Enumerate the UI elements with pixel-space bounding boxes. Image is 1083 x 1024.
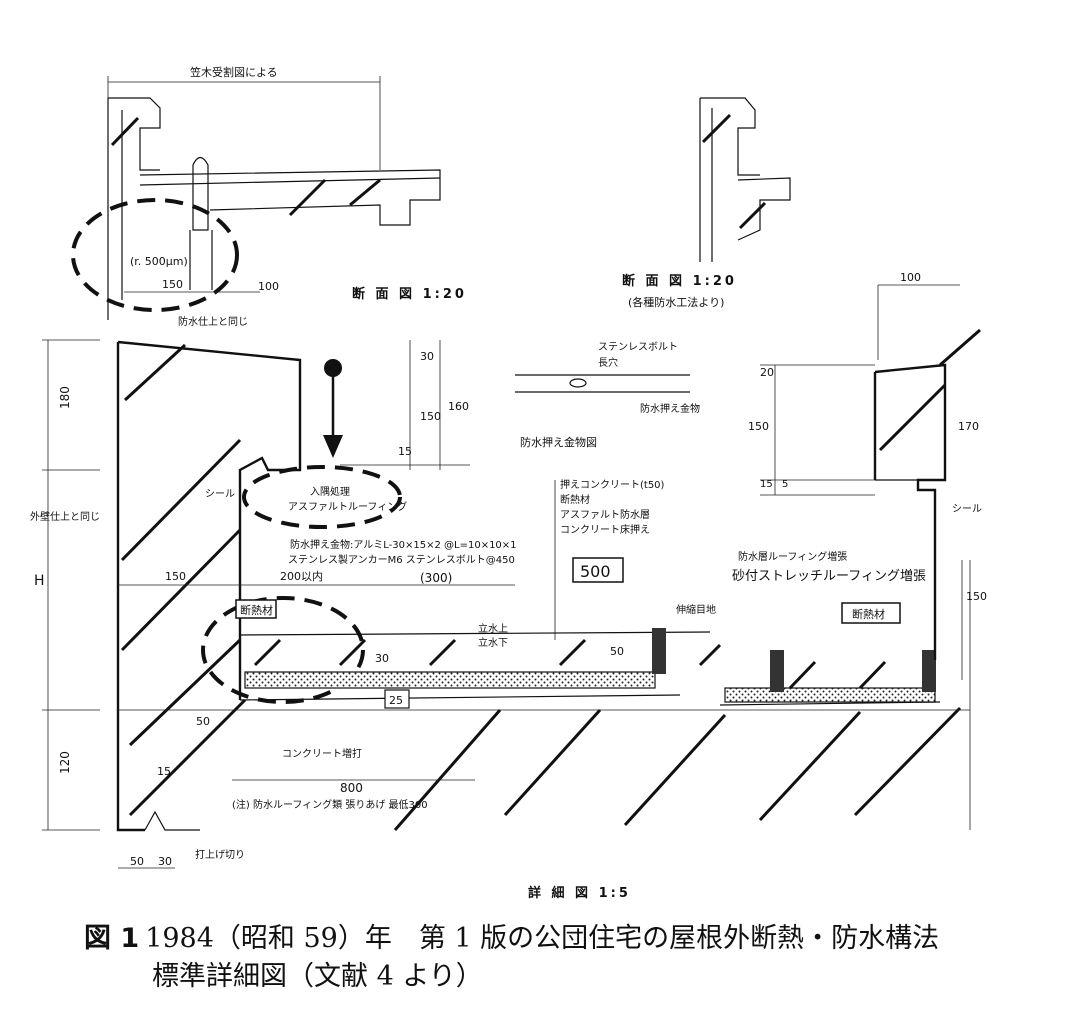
right-dim-15: 15 <box>760 479 773 490</box>
dim-50c: 50 <box>130 855 144 868</box>
main-detail: 180 H 120 外壁仕上と同じ 防水仕上と同じ 30 150 160 15 … <box>30 315 971 901</box>
dim-30: 30 <box>420 350 434 363</box>
expansion-joint-3 <box>922 650 936 692</box>
right-detail: 100 20 150 170 15 5 シール 防水層ルーフィング増張 砂付スト… <box>732 271 987 690</box>
dim-300: (300) <box>420 571 452 585</box>
dim-100-top: 100 <box>258 280 279 293</box>
insulation-label-right: 断熱材 <box>852 607 885 621</box>
dim-25: 25 <box>389 694 403 707</box>
right-dim-100: 100 <box>900 271 921 284</box>
fixing-bolt: ステンレスボルト <box>598 341 678 353</box>
dim-500: 500 <box>580 562 611 581</box>
highlight-circle-drain <box>71 198 239 312</box>
right-dim-5: 5 <box>782 479 788 490</box>
note-sealant: シール <box>205 489 235 500</box>
right-dim-150: 150 <box>748 420 769 433</box>
highlight-ellipse-corner <box>201 596 365 704</box>
insulation-label-left: 断熱材 <box>240 603 273 617</box>
fixing-hole: 長穴 <box>598 356 618 369</box>
layer-2: 断熱材 <box>560 493 590 506</box>
insulation-box-left <box>235 599 277 619</box>
wall-note: 外壁仕上と同じ <box>30 510 100 523</box>
note-cut: 打上げ切り <box>195 848 245 861</box>
dim-180: 180 <box>58 386 72 409</box>
dim-15a: 15 <box>398 445 412 458</box>
note-roofing: アスファルトルーフィング <box>288 500 407 513</box>
right-note-roofing2: 砂付ストレッチルーフィング増張 <box>732 569 926 584</box>
section-subtitle-right: (各種防水工法より) <box>628 295 724 309</box>
joint-label: 伸縮目地 <box>676 603 716 616</box>
pointer-dot <box>324 359 342 377</box>
dim-120: 120 <box>58 751 72 774</box>
fixing-title: 防水押え金物図 <box>520 435 597 449</box>
note-bottom: (注) 防水ルーフィング類 張りあげ 最低300 <box>232 798 428 811</box>
insulation-box-right <box>841 602 901 624</box>
highlight-ellipse-joint <box>242 465 402 529</box>
right-note-roofing: 防水層ルーフィング増張 <box>738 550 847 563</box>
caption-line-2: 標準詳細図（文献 4 より） <box>152 961 483 992</box>
caption-line-1: 1984（昭和 59）年 第 1 版の公団住宅の屋根外断熱・防水構法 <box>145 923 940 954</box>
drain-note: (r. 500μm) <box>130 255 188 268</box>
right-dim-20: 20 <box>760 366 774 379</box>
layer-legend: 押えコンクリート(t50) 断熱材 アスファルト防水層 コンクリート床押え <box>554 478 665 640</box>
dim-25-box <box>384 689 410 709</box>
fixing-detail: ステンレスボルト 長穴 防水押え金物 防水押え金物図 <box>515 341 700 449</box>
dim-50: 50 <box>610 645 624 658</box>
arrow-down-icon <box>323 435 343 458</box>
dim-200: 200以内 <box>280 569 323 583</box>
dim-160: 160 <box>448 400 469 413</box>
layer-3: アスファルト防水層 <box>560 508 650 521</box>
layer-4: コンクリート床押え <box>560 523 650 536</box>
asphalt-layer-right <box>724 687 936 703</box>
section-title-left: 断 面 図 1:20 <box>352 286 467 302</box>
expansion-joint-2 <box>770 650 784 692</box>
dim-15b: 15 <box>157 765 171 778</box>
roof-detail-drawing: 笠木受割図による (r. 500μm) 150 100 断 面 図 1:20 断… <box>30 65 987 901</box>
right-dim-170: 170 <box>958 420 979 433</box>
right-dim-150b: 150 <box>966 590 987 603</box>
waterstop-bottom: 立水下 <box>478 636 508 649</box>
header-note: 笠木受割図による <box>190 65 278 79</box>
expansion-joint-1 <box>652 628 666 674</box>
top-left-section: 笠木受割図による (r. 500μm) 150 100 断 面 図 1:20 <box>71 65 467 320</box>
dim-150-top: 150 <box>162 278 183 291</box>
dim-50b: 50 <box>196 715 210 728</box>
figure-label: 図 1 <box>84 923 140 954</box>
note-bolt: ステンレス製アンカーM6 ステンレスボルト@450 <box>288 553 515 566</box>
note-fixing: 防水押え金物:アルミL-30×15×2 @L=10×10×1 <box>290 538 517 551</box>
dim-150b: 150 <box>165 570 186 583</box>
parapet-note: 防水仕上と同じ <box>178 315 248 328</box>
waterstop-top: 立水上 <box>478 622 508 635</box>
dim-30c: 30 <box>158 855 172 868</box>
fixing-plate: 防水押え金物 <box>640 402 700 415</box>
right-sealant: シール <box>952 504 982 515</box>
dim-30b: 30 <box>375 652 389 665</box>
asphalt-layer <box>244 671 656 689</box>
dim-H: H <box>34 573 45 589</box>
layer-1: 押えコンクリート(t50) <box>560 478 665 491</box>
dim-150: 150 <box>420 410 441 423</box>
detail-title: 詳 細 図 1:5 <box>528 885 631 901</box>
top-right-section: 断 面 図 1:20 (各種防水工法より) <box>622 97 791 309</box>
note-concrete-pour: コンクリート増打 <box>282 747 362 760</box>
dim-500-box <box>572 557 624 583</box>
dim-800: 800 <box>340 781 363 795</box>
note-joint: 入隅処理 <box>310 485 350 498</box>
section-title-right: 断 面 図 1:20 <box>622 273 737 289</box>
